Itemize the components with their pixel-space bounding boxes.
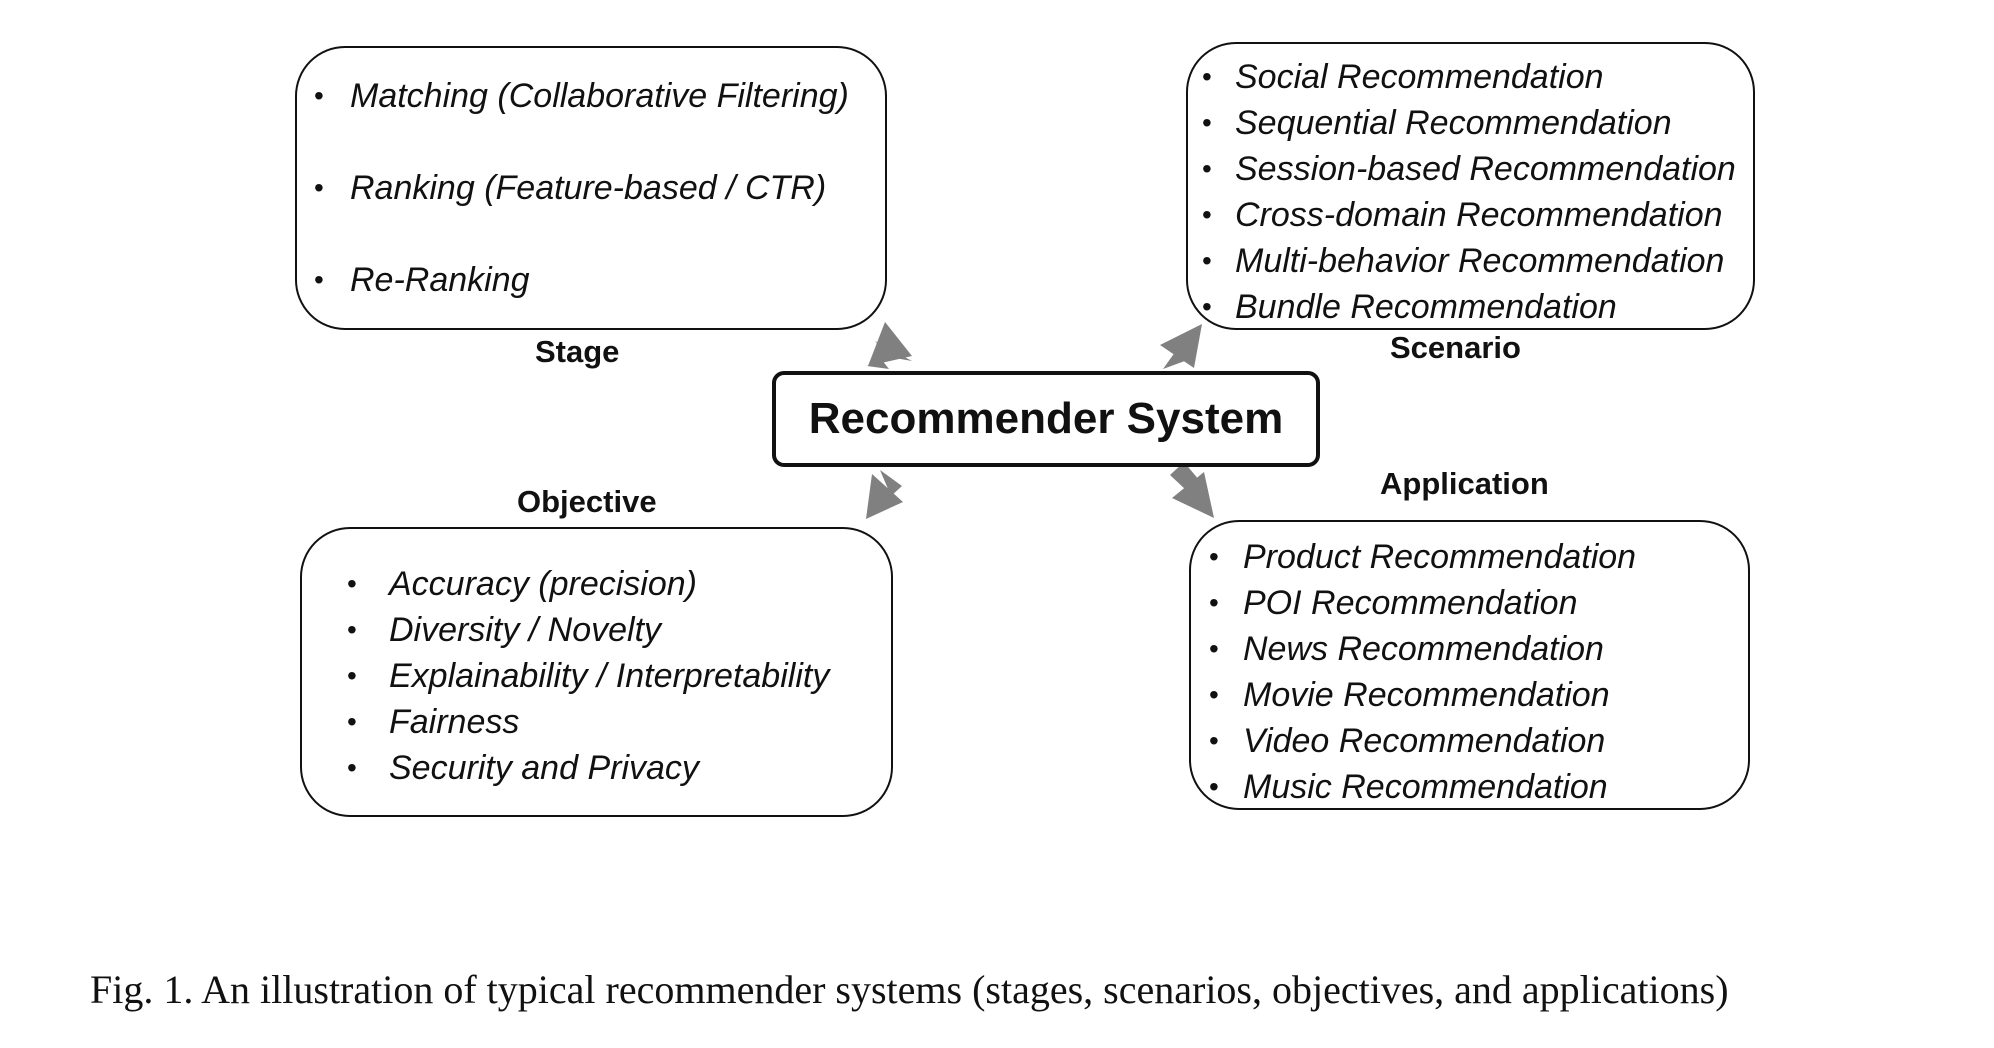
objective-box: • Accuracy (precision) • Diversity / Novel… [300, 527, 893, 817]
bullet-glyph: • [347, 752, 357, 783]
scenario-item: • Session-based Recommendation [1202, 146, 1736, 192]
arrow-to-application-head [1172, 472, 1214, 518]
recommender-system-box: Recommender System [772, 371, 1320, 467]
bullet-glyph: • [347, 706, 357, 737]
application-item: • Movie Recommendation [1209, 672, 1636, 718]
bullet-glyph: • [1209, 587, 1219, 618]
scenario-item-label: Social Recommendation [1235, 58, 1604, 96]
objective-item: • Accuracy (precision) [347, 561, 829, 607]
bullet-glyph: • [314, 172, 324, 203]
arrow-to-objective [880, 470, 902, 496]
application-item: • Video Recommendation [1209, 718, 1636, 764]
stage-box: • Matching (Collaborative Filtering) • Ran… [295, 46, 887, 330]
application-item: • Music Recommendation [1209, 764, 1636, 810]
bullet-glyph: • [347, 614, 357, 645]
stage-heading: Stage [535, 334, 620, 369]
stage-item: • Matching (Collaborative Filtering) [314, 76, 849, 168]
bullet-glyph: • [1202, 199, 1212, 230]
bullet-glyph: • [1202, 107, 1212, 138]
stage-list: • Matching (Collaborative Filtering) • Ran… [314, 76, 849, 352]
bullet-glyph: • [1202, 245, 1212, 276]
application-item: • News Recommendation [1209, 626, 1636, 672]
objective-item-label: Diversity / Novelty [389, 611, 662, 649]
arrow-to-objective-head [866, 474, 903, 519]
bullet-glyph: • [1202, 61, 1212, 92]
application-item-label: Video Recommendation [1243, 722, 1606, 760]
stage-item: • Re-Ranking [314, 260, 849, 352]
bullet-glyph: • [1209, 541, 1219, 572]
stage-item-label: Matching (Collaborative Filtering) [350, 77, 849, 115]
scenario-item: • Cross-domain Recommendation [1202, 192, 1736, 238]
application-item: • Product Recommendation [1209, 534, 1637, 580]
scenario-list: • Social Recommendation • Sequential Recom… [1202, 54, 1736, 330]
scenario-item: • Social Recommendation [1202, 54, 1736, 100]
bullet-glyph: • [1202, 291, 1212, 322]
application-item-label: Product Recommendation [1243, 538, 1637, 576]
objective-item-label: Security and Privacy [389, 749, 699, 787]
bullet-glyph: • [1202, 153, 1212, 184]
objective-item: • Security and Privacy [347, 745, 829, 791]
arrow-to-scenario-head [1160, 324, 1202, 368]
application-item-label: Music Recommendation [1243, 768, 1608, 806]
scenario-item: • Multi-behavior Recommendation [1202, 238, 1736, 284]
application-item-label: Movie Recommendation [1243, 676, 1610, 714]
objective-heading: Objective [517, 484, 657, 519]
scenario-heading: Scenario [1390, 330, 1521, 365]
objective-item-label: Fairness [389, 703, 520, 741]
bullet-glyph: • [1209, 771, 1219, 802]
stage-item: • Ranking (Feature-based / CTR) [314, 168, 849, 260]
objective-item: • Explainability / Interpretability [347, 653, 830, 699]
bullet-glyph: • [314, 264, 324, 295]
application-list: • Product Recommendation • POI Recommendat… [1209, 534, 1637, 810]
figure-caption: Fig. 1. An illustration of typical recom… [90, 967, 1729, 1012]
application-box: • Product Recommendation • POI Recommendat… [1189, 520, 1750, 810]
objective-item-label: Explainability / Interpretability [389, 657, 830, 695]
stage-item-label: Ranking (Feature-based / CTR) [350, 169, 827, 207]
application-item-label: News Recommendation [1243, 630, 1604, 668]
scenario-item-label: Multi-behavior Recommendation [1235, 242, 1725, 280]
scenario-item-label: Sequential Recommendation [1235, 104, 1672, 142]
scenario-item: • Bundle Recommendation [1202, 284, 1736, 330]
bullet-glyph: • [1209, 679, 1219, 710]
objective-item-label: Accuracy (precision) [389, 565, 697, 603]
scenario-item: • Sequential Recommendation [1202, 100, 1736, 146]
application-heading: Application [1380, 466, 1549, 501]
application-item: • POI Recommendation [1209, 580, 1636, 626]
arrow-to-stage-head [868, 322, 912, 366]
scenario-item-label: Cross-domain Recommendation [1235, 196, 1723, 234]
scenario-item-label: Session-based Recommendation [1235, 150, 1736, 188]
stage-item-label: Re-Ranking [350, 261, 530, 299]
scenario-box: • Social Recommendation • Sequential Recom… [1186, 42, 1755, 330]
bullet-glyph: • [347, 660, 357, 691]
application-item-label: POI Recommendation [1243, 584, 1578, 622]
bullet-glyph: • [1209, 725, 1219, 756]
objective-list: • Accuracy (precision) • Diversity / Novel… [347, 561, 830, 791]
objective-item: • Diversity / Novelty [347, 607, 829, 653]
scenario-item-label: Bundle Recommendation [1235, 288, 1617, 326]
objective-item: • Fairness [347, 699, 829, 745]
bullet-glyph: • [1209, 633, 1219, 664]
bullet-glyph: • [314, 80, 324, 111]
bullet-glyph: • [347, 568, 357, 599]
